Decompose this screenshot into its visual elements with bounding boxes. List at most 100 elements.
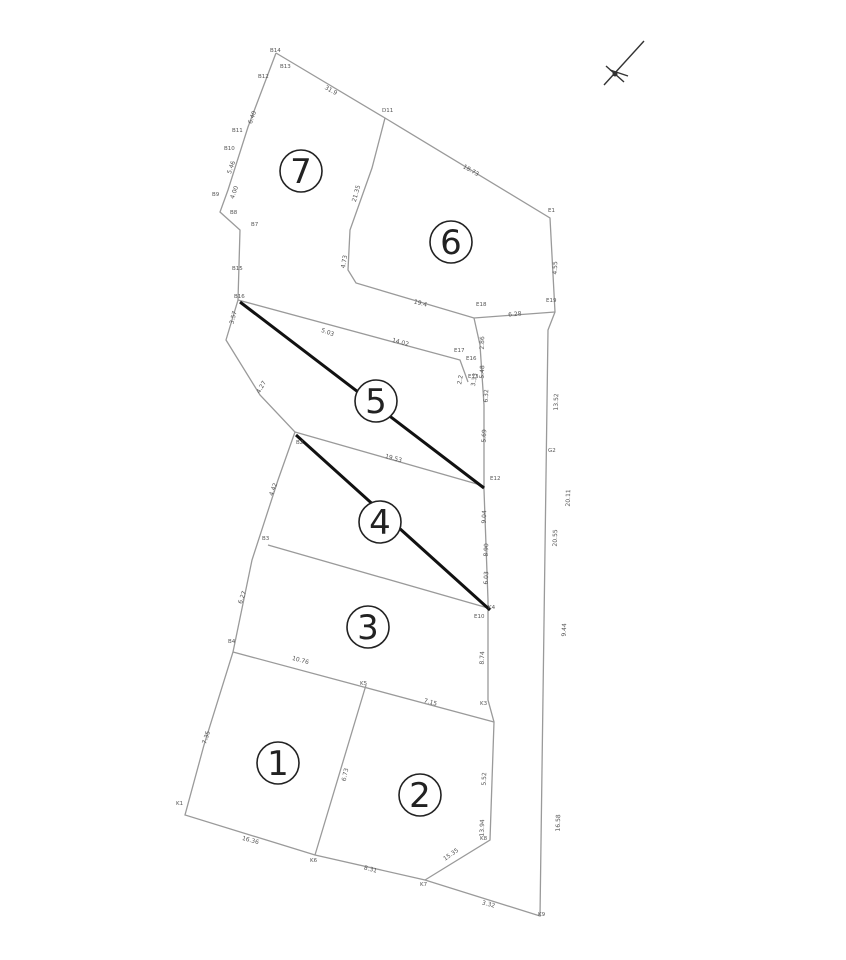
- dimension-label: 6.32: [483, 389, 490, 403]
- dimension-label: 14.02: [391, 337, 410, 348]
- dimension-label: 4.73: [340, 254, 349, 269]
- point-label: K9: [538, 912, 546, 918]
- lot-circle: [398, 773, 442, 817]
- point-label: B15: [232, 266, 243, 272]
- dimension-label: 6.03: [483, 571, 490, 585]
- lot-circle: [429, 220, 473, 264]
- dimension-label: 19.4: [413, 298, 428, 308]
- point-label: E17: [454, 348, 465, 354]
- dimension-label: 16.36: [241, 835, 260, 846]
- dimension-label: 5.69: [481, 429, 488, 443]
- point-label: B10: [224, 146, 235, 152]
- point-label: E10: [474, 614, 485, 620]
- dimension-label: 9.04: [481, 510, 488, 524]
- dimension-label: 5.03: [320, 327, 335, 338]
- lot-7: 7: [279, 149, 323, 193]
- point-label: B2: [296, 440, 303, 446]
- lot-number: 6: [440, 223, 462, 263]
- dimension-label: 13.52: [553, 393, 561, 411]
- point-label: B16: [234, 294, 245, 300]
- point-label: B8: [230, 210, 238, 216]
- dimension-label: 8.74: [479, 651, 486, 665]
- dimension-label: 2.86: [479, 336, 486, 350]
- dimension-label: 3.32: [481, 899, 496, 909]
- lot-3: 3: [346, 605, 390, 649]
- point-label: B12: [258, 74, 269, 80]
- point-label: K1: [176, 801, 183, 807]
- dimension-label: 8.31: [363, 864, 378, 874]
- dimension-label: 21.35: [351, 184, 362, 203]
- point-label: K5: [360, 681, 368, 687]
- point-label: K8: [480, 836, 488, 842]
- point-label: K3: [480, 701, 488, 707]
- dimension-label: 18.73: [462, 163, 481, 178]
- lot-number: 7: [290, 152, 312, 192]
- lot-number: 2: [409, 776, 431, 816]
- dimension-label: 31.9: [323, 84, 338, 97]
- lot-labels: 1 2 3 4 5 6 7: [256, 149, 473, 817]
- point-label: K4: [488, 605, 496, 611]
- lot-circle: [256, 741, 300, 785]
- dimension-label: 7.35: [201, 730, 212, 745]
- dimension-label: 13.94: [479, 819, 487, 837]
- point-label: B4: [228, 639, 236, 645]
- dimension-label: 9.44: [561, 623, 568, 637]
- dimension-label: 10.76: [291, 655, 310, 666]
- lot-circle: [354, 379, 398, 423]
- lot-boundaries: [184, 52, 556, 917]
- dimension-label: 3.57: [228, 310, 238, 325]
- lot-number: 4: [369, 503, 391, 543]
- dimension-label: 5.46: [226, 160, 237, 175]
- dimension-label: 4.42: [268, 482, 279, 497]
- dimension-label: 5.48: [479, 365, 486, 379]
- dimension-label: 6.73: [341, 767, 351, 782]
- lot-6: 6: [429, 220, 473, 264]
- point-label: K7: [420, 882, 428, 888]
- point-label: D11: [382, 108, 393, 114]
- dimension-label: 4.27: [255, 380, 268, 395]
- north-arrow-icon: [603, 40, 645, 86]
- point-label: E12: [490, 476, 500, 482]
- dimension-label: 5.52: [481, 772, 488, 786]
- dimension-label: 2.2: [456, 374, 465, 385]
- dimension-label: 20.55: [552, 529, 560, 547]
- point-label: B3: [262, 536, 270, 542]
- point-label: B13: [280, 64, 291, 70]
- lot-number: 1: [267, 744, 289, 784]
- lot-4: 4: [358, 500, 402, 544]
- lot-5: 5: [354, 379, 398, 423]
- point-label: B11: [232, 128, 243, 134]
- bold-lines: [239, 300, 492, 612]
- lot-number: 5: [365, 382, 387, 422]
- point-label: G2: [548, 448, 556, 454]
- point-label: K6: [310, 858, 318, 864]
- dimension-label: 3.33: [470, 372, 479, 387]
- dimension-label: 8.90: [483, 543, 490, 557]
- dimension-labels: 31.9 18.73 21.35 19.4 6.28 2.86 5.48 6.40 5.46 4.…: [201, 84, 572, 909]
- lot-number: 3: [357, 608, 379, 648]
- point-label: B9: [212, 192, 220, 198]
- point-label: E1: [548, 208, 555, 214]
- dimension-label: 6.28: [508, 310, 522, 318]
- dimension-label: 16.58: [555, 814, 563, 832]
- lot-circle: [358, 500, 402, 544]
- point-label: E16: [466, 356, 477, 362]
- lot-circle: [346, 605, 390, 649]
- point-label: E19: [546, 298, 557, 304]
- dimension-label: 6.27: [237, 590, 248, 605]
- lot-circle: [279, 149, 323, 193]
- dimension-label: 7.15: [423, 697, 438, 707]
- point-label: B14: [270, 48, 281, 54]
- dimension-label: 20.11: [565, 489, 573, 507]
- point-label: E18: [476, 302, 487, 308]
- point-label: E13: [468, 374, 479, 380]
- dimension-label: 4.00: [229, 185, 240, 200]
- lot-2: 2: [398, 773, 442, 817]
- lot-1: 1: [256, 741, 300, 785]
- dimension-label: 6.40: [247, 110, 258, 125]
- dimension-label: 19.53: [384, 453, 403, 464]
- dimension-label: 4.55: [552, 261, 559, 275]
- point-label: B7: [251, 222, 259, 228]
